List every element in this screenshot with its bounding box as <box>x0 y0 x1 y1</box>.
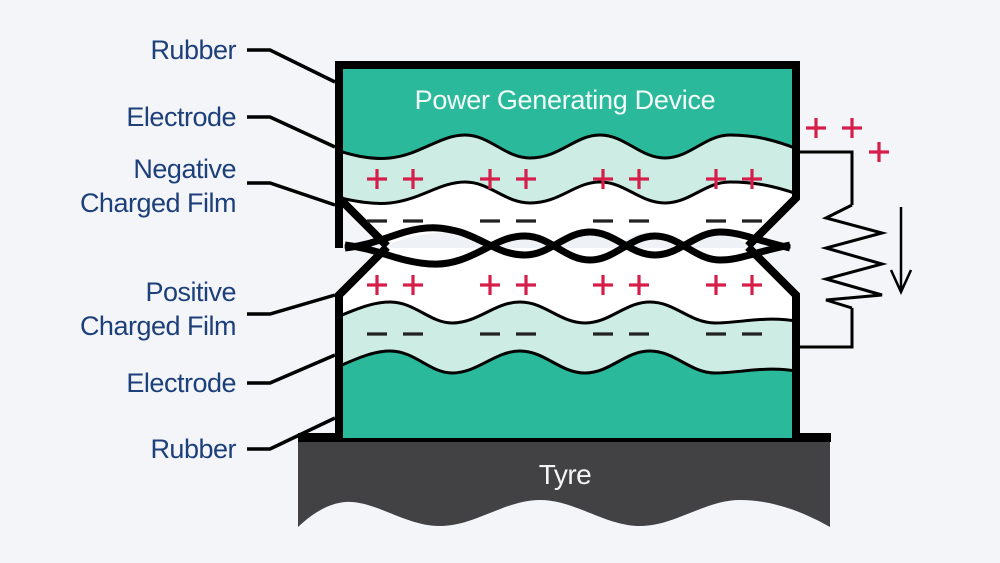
leader-positive-film <box>247 293 336 316</box>
tyre: Tyre <box>298 433 831 527</box>
label-negative-film-2: Charged Film <box>80 188 236 218</box>
electrode-positive-charge-plus-icon <box>742 169 762 189</box>
label-positive-film-1: Positive <box>145 277 236 307</box>
upper-left-bevel <box>336 195 390 249</box>
upper-film-bottom-edge <box>344 224 791 259</box>
electrode-positive-charge-plus-icon <box>367 169 387 189</box>
external-charges <box>806 118 889 162</box>
tyre-body <box>298 440 830 527</box>
label-electrode-top: Electrode <box>126 102 236 132</box>
positive-film-charge-plus-icon <box>742 275 762 295</box>
leader-rubber-bottom <box>247 416 336 451</box>
label-positive-film-2: Charged Film <box>80 311 236 341</box>
external-circuit <box>798 150 913 349</box>
positive-film-charge-plus-icon <box>516 275 536 295</box>
positive-film-charge-plus-icon <box>593 275 613 295</box>
lower-film-top-edge <box>344 232 791 268</box>
electrode-positive-charge-plus-icon <box>403 169 423 189</box>
tyre-label: Tyre <box>539 459 591 490</box>
external-plus-icon <box>842 118 862 138</box>
circuit-wire-top <box>798 150 854 205</box>
circuit-wire-bottom <box>798 308 854 349</box>
electrode-positive-charge-plus-icon <box>516 169 536 189</box>
upper-device-outline <box>335 61 800 249</box>
external-plus-icon <box>806 118 826 138</box>
positive-film-charge-plus-icon <box>403 275 423 295</box>
charges <box>367 169 762 336</box>
label-electrode-bottom: Electrode <box>126 368 236 398</box>
positive-film-charge-plus-icon <box>706 275 726 295</box>
current-arrow-icon <box>889 207 913 296</box>
electrode-positive-charge-plus-icon <box>706 169 726 189</box>
positive-film-charge-plus-icon <box>367 275 387 295</box>
resistor-icon <box>820 203 888 310</box>
label-rubber-bottom: Rubber <box>150 434 236 464</box>
device-title: Power Generating Device <box>415 85 716 115</box>
leader-electrode-bottom <box>247 353 336 385</box>
electrode-positive-charge-plus-icon <box>480 169 500 189</box>
positive-film-charge-plus-icon <box>480 275 500 295</box>
leader-electrode-top <box>247 115 336 149</box>
labels: Rubber Electrode Negative Charged Film P… <box>80 35 237 464</box>
positive-film-charge-plus-icon <box>629 275 649 295</box>
leader-negative-film <box>247 181 336 207</box>
leader-rubber-top <box>247 48 336 84</box>
lower-layer-stack <box>339 248 796 438</box>
label-rubber-top: Rubber <box>150 35 236 65</box>
leader-lines <box>247 48 336 451</box>
external-plus-icon <box>869 142 889 162</box>
electrode-positive-charge-plus-icon <box>629 169 649 189</box>
lower-rubber <box>339 349 796 438</box>
lower-device-outline <box>335 244 800 438</box>
label-negative-film-1: Negative <box>133 154 236 184</box>
electrode-positive-charge-plus-icon <box>593 169 613 189</box>
